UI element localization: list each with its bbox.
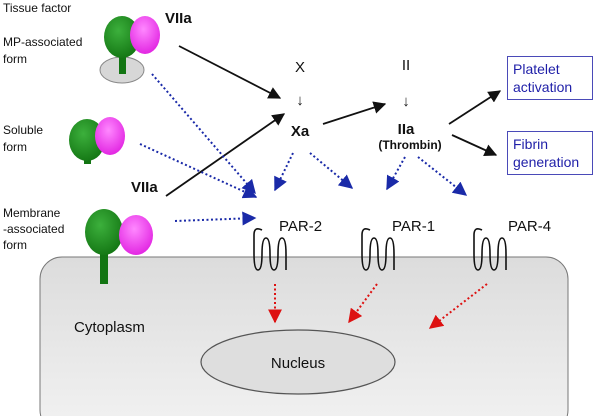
membrane-label-2: -associated [3,222,64,236]
down-arrow-x: ↓ [296,92,304,109]
platelet-activation-box: Platelet activation [507,56,593,100]
viia-bottom-label: VIIa [131,179,158,196]
thrombin-label: (Thrombin) [378,138,441,152]
factor-x-label: X [295,59,305,76]
par4-label: PAR-4 [508,218,551,235]
par2-receptor [253,228,287,271]
cytoplasm-label: Cytoplasm [74,319,145,336]
par1-receptor [361,228,395,271]
soluble-label-1: Soluble [3,123,43,137]
par4-receptor [473,228,507,271]
soluble-label-2: form [3,140,27,154]
par-activation-arrows [139,73,468,226]
fibrin-generation-line1: Fibrin [513,136,549,152]
membrane-tf-viia [85,209,153,284]
viia-top-label: VIIa [165,10,192,27]
nucleus-label: Nucleus [271,355,325,372]
factor-ii-label: II [402,57,410,74]
platelet-activation-line2: activation [513,79,573,95]
mp-form-label-1: MP-associated [3,35,82,49]
par2-label: PAR-2 [279,218,322,235]
activation-arrows [165,45,502,197]
tissue-factor-label: Tissue factor [3,1,71,15]
nuclear-signal-arrows [268,283,488,329]
fibrin-generation-line2: generation [513,154,580,170]
mp-form-label-2: form [3,52,27,66]
factor-xa-label: Xa [291,123,310,140]
mp-associated-tf-viia [99,16,160,84]
nucleus [200,329,396,395]
platelet-activation-line1: Platelet [513,61,560,77]
factor-iia-label: IIa [398,121,415,138]
membrane-label-1: Membrane [3,206,61,220]
down-arrow-ii: ↓ [402,93,410,110]
fibrin-generation-box: Fibrin generation [507,131,593,175]
membrane-label-3: form [3,238,27,252]
par1-label: PAR-1 [392,218,435,235]
soluble-tf-viia [69,117,125,164]
